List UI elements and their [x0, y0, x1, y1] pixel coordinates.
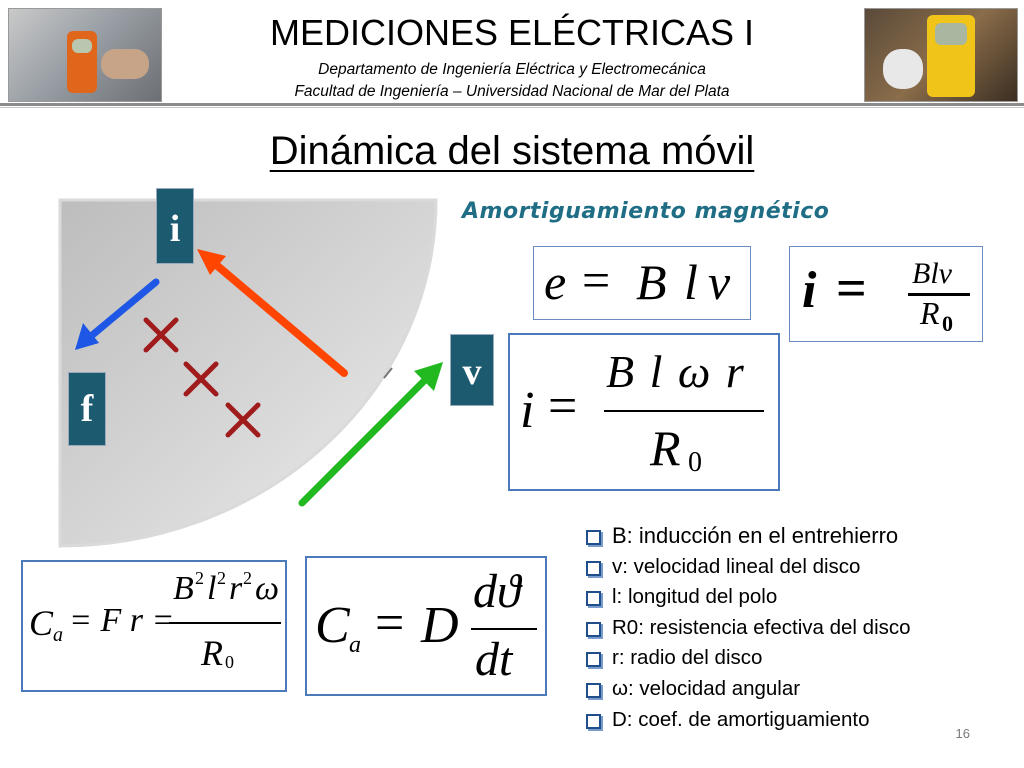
tf-num-l: l	[207, 570, 217, 607]
legend-item: r: radio del disco	[582, 643, 1022, 674]
multimeter-screen	[935, 23, 967, 45]
legend-item: v: velocidad lineal del disco	[582, 552, 1022, 583]
emf-lhs: e	[544, 254, 567, 310]
arrow-velocity	[298, 362, 443, 507]
cur-den-R: R	[920, 295, 940, 331]
curw-den-R: R	[650, 420, 681, 476]
curw-den-sub: 0	[688, 447, 702, 478]
arrow-force	[75, 278, 160, 350]
td-denominator: dt	[475, 633, 513, 686]
curw-numerator: B l ω r	[606, 346, 746, 397]
curw-lhs: i	[520, 382, 535, 439]
emf-B: B	[636, 254, 667, 310]
tf-den-R: R	[201, 633, 223, 673]
cur-lhs: i	[802, 262, 817, 319]
curw-fraction-bar	[604, 410, 764, 412]
tf-sub: a	[53, 624, 63, 646]
tf-mid: = F r =	[69, 602, 175, 639]
td-fraction-bar	[471, 628, 537, 630]
td-D: D	[421, 597, 459, 654]
emf-l: l	[684, 254, 698, 310]
slide-title: Dinámica del sistema móvil	[269, 129, 755, 173]
cur-fraction-bar	[908, 293, 970, 296]
course-title: MEDICIONES ELÉCTRICAS I	[269, 12, 755, 53]
formula-emf: e = B l v	[533, 246, 751, 320]
tf-fraction-bar	[169, 622, 281, 624]
glove-shape	[883, 49, 923, 89]
cur-equals: =	[836, 258, 867, 318]
td-sub: a	[349, 632, 361, 658]
legend-item: l: longitud del polo	[582, 582, 1022, 613]
velocity-label-box: v	[450, 334, 494, 406]
legend-item: B: inducción en el entrehierro	[582, 521, 1022, 552]
legend-item: ω: velocidad angular	[582, 674, 1022, 705]
tf-exp2: 2	[217, 568, 226, 588]
formula-current-omega: i = B l ω r R 0	[508, 333, 780, 491]
tf-exp1: 2	[195, 568, 204, 588]
formula-current-simple: i = Blv R 0	[789, 246, 983, 342]
field-cross-1	[143, 317, 179, 353]
department-line: Departamento de Ingeniería Eléctrica y E…	[318, 61, 706, 78]
current-label-box: i	[156, 188, 194, 264]
formula-torque-force: C a = F r = B 2 l 2 r 2 ω R 0	[21, 560, 287, 692]
tf-num-r: r	[229, 570, 243, 607]
legend-item: D: coef. de amortiguamiento	[582, 705, 1022, 736]
tf-C: C	[29, 603, 54, 643]
force-label-box: f	[68, 372, 106, 446]
multimeter-screen	[72, 39, 92, 53]
tf-num-B: B	[173, 570, 194, 607]
arrow-current	[197, 249, 348, 377]
faculty-line: Facultad de Ingeniería – Universidad Nac…	[294, 83, 730, 100]
legend-item: R0: resistencia efectiva del disco	[582, 613, 1022, 644]
header-divider	[0, 103, 1024, 106]
hand-shape	[101, 49, 149, 79]
formula-torque-damping: C a = D dϑ dt	[305, 556, 547, 696]
cur-den-sub: 0	[942, 311, 953, 336]
tf-den-sub: 0	[225, 652, 234, 672]
td-C: C	[315, 597, 350, 654]
small-mark	[383, 367, 393, 379]
emf-v: v	[708, 254, 731, 310]
field-cross-3	[225, 402, 261, 438]
tf-num-w: ω	[255, 570, 280, 607]
section-subtitle: Amortiguamiento magnético	[462, 199, 830, 224]
curw-equals: =	[548, 378, 578, 435]
header-divider-thin	[0, 107, 1024, 108]
multimeter-photo-right	[864, 8, 1018, 102]
tf-exp3: 2	[243, 568, 252, 588]
page-number: 16	[955, 726, 970, 741]
field-cross-2	[183, 361, 219, 397]
multimeter-photo-left	[8, 8, 162, 102]
td-equals: =	[375, 595, 405, 652]
disc-quadrant	[58, 198, 438, 548]
td-numerator: dϑ	[473, 565, 521, 618]
cur-numerator: Blv	[912, 257, 952, 290]
variable-legend: B: inducción en el entrehierro v: veloci…	[582, 521, 1022, 735]
emf-equals: =	[582, 252, 611, 308]
